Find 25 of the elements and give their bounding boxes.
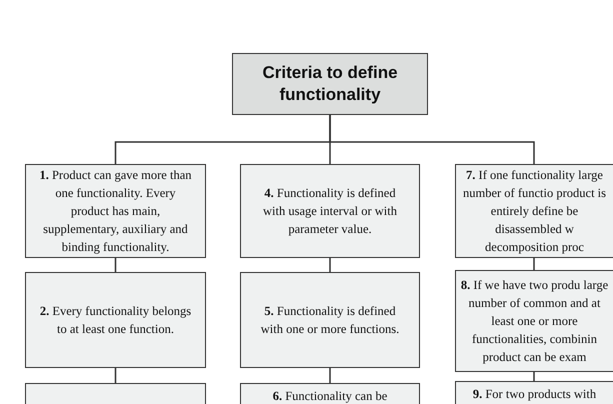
criterion-box bbox=[25, 164, 206, 258]
criterion-text: 4. Functionality is defined with usage interval or with parameter value. bbox=[262, 185, 398, 238]
criterion-text: 7. If one functionality large number of functio product is entirely define be disassembled w decomposition proc bbox=[462, 167, 608, 256]
criterion-box bbox=[455, 381, 613, 404]
criterion-text: 9. For two products with bbox=[472, 386, 596, 403]
connector-line bbox=[114, 368, 116, 383]
heading-text: Criteria to define functionality bbox=[261, 62, 399, 106]
connector-line bbox=[533, 372, 535, 381]
connector-line bbox=[114, 258, 116, 272]
criterion-box bbox=[240, 164, 420, 258]
connector-line bbox=[533, 258, 535, 270]
criterion-box bbox=[455, 270, 613, 372]
criterion-text: 5. Functionality is defined with one or more functions. bbox=[260, 303, 400, 338]
criterion-box bbox=[240, 272, 420, 368]
connector-line bbox=[329, 258, 331, 272]
criterion-box bbox=[240, 383, 420, 404]
criterion-box bbox=[25, 383, 206, 404]
criterion-box bbox=[25, 272, 206, 368]
title-box bbox=[232, 53, 428, 115]
criterion-text: 1. Product can gave more than one functionality. Every product has main, supplementary, auxiliary and binding functionality. bbox=[38, 167, 193, 256]
criterion-text: 2. Every functionality belongs to at least one function. bbox=[38, 303, 192, 338]
connector-line bbox=[329, 115, 535, 164]
criterion-text: 8. If we have two produ large number of common and at least one or more functionalities, combinin product can be exam bbox=[460, 277, 609, 366]
connector-line bbox=[329, 368, 331, 383]
criterion-text: 6. Functionality can be bbox=[272, 388, 388, 404]
